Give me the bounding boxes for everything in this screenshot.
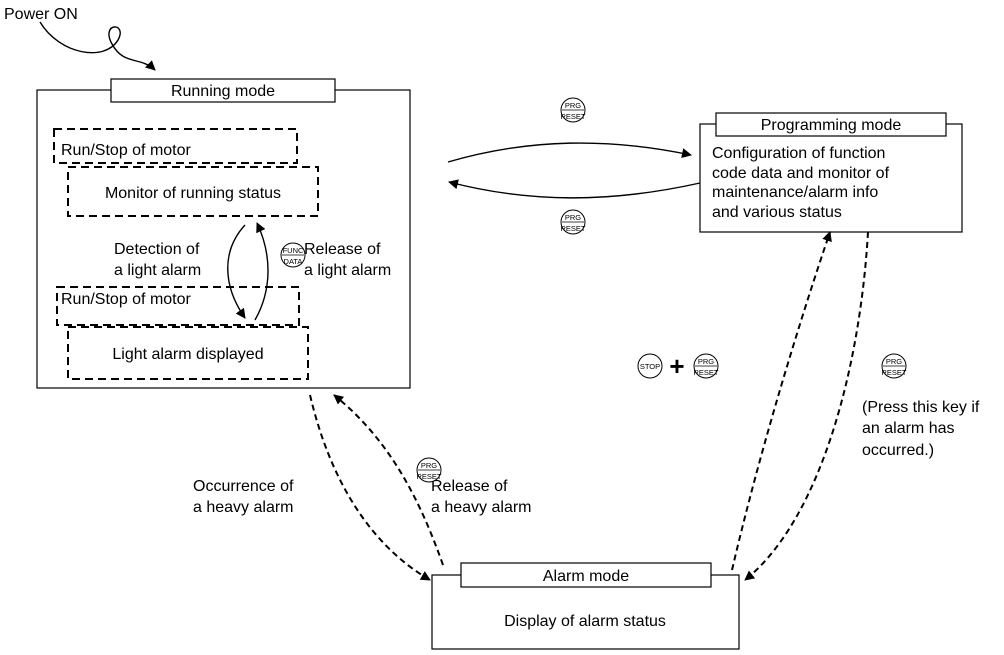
func-key-top: FUNC [283,246,304,255]
stop-key-icon: STOP [637,353,663,379]
prg-key-bottom: RESET [693,368,718,377]
monitor-box [67,166,319,217]
prg-key-top: PRG [421,461,437,470]
prog-to-run-arrow [448,179,701,199]
release-light-alarm-text-2: a light alarm [304,262,391,279]
prg-reset-key-icon: PRG RESET [416,457,442,483]
occur-heavy-text-2: a heavy alarm [193,499,294,516]
prg-reset-key-icon: PRG RESET [560,209,586,235]
alarm-to-prog-arrow [731,231,832,571]
programming-mode-frame [699,123,963,233]
power-on-arrow [39,21,156,71]
monitor-label: Monitor of running status [105,185,281,202]
prg-key-top: PRG [565,213,581,222]
prg-reset-key-icon: PRG RESET [693,353,719,379]
release-heavy-alarm-arrow [333,394,444,566]
prg-reset-key-icon: PRG RESET [560,97,586,123]
prg-key-top: PRG [698,357,714,366]
programming-desc-line-2: code data and monitor of [712,165,890,182]
run-stop-box-2 [56,286,300,326]
detect-light-alarm-text-2: a light alarm [114,262,201,279]
programming-desc-line-3: maintenance/alarm info [712,184,878,201]
func-key-bottom: DATA [284,257,303,266]
release-light-alarm-text-1: Release of [304,241,381,258]
detect-light-alarm-arrow [227,224,246,319]
alarm-mode-box: Alarm mode Display of alarm status [431,562,740,650]
stop-key-label: STOP [640,362,660,371]
run-stop-box-1 [53,128,298,164]
running-mode-title-tab [110,78,336,103]
detect-light-alarm-text-1: Detection of [114,241,200,258]
light-alarm-box [67,326,309,380]
programming-mode-title-tab [715,112,947,137]
running-mode-box: Running mode Run/Stop of motor Monitor o… [36,78,411,389]
occur-heavy-alarm-arrow [309,394,431,581]
light-alarm-label: Light alarm displayed [112,346,263,363]
alarm-mode-desc: Display of alarm status [504,613,666,630]
running-mode-title: Running mode [171,83,275,100]
func-data-key-icon: FUNC DATA [280,242,306,268]
run-stop-label-1: Run/Stop of motor [61,142,192,159]
release-light-alarm-arrow [254,222,269,321]
prg-key-top: PRG [886,357,902,366]
alarm-mode-title-tab [460,562,712,588]
power-on-label: Power ON [4,6,78,23]
run-to-prog-arrow [447,142,692,163]
press-key-text-3: occurred.) [862,442,934,459]
prg-key-bottom: RESET [416,472,441,481]
run-stop-label-2: Run/Stop of motor [61,291,192,308]
occur-heavy-text-1: Occurrence of [193,478,294,495]
alarm-mode-title: Alarm mode [543,568,629,585]
release-heavy-text-2: a heavy alarm [431,499,532,516]
programming-mode-title: Programming mode [761,117,902,134]
press-key-text-2: an alarm has [862,420,955,437]
release-heavy-text-1: Release of [431,478,508,495]
press-key-text-1: (Press this key if [862,399,980,416]
programming-desc-line-4: and various status [712,204,842,221]
prg-key-top: PRG [565,101,581,110]
prg-key-bottom: RESET [560,112,585,121]
prog-to-alarm-arrow [744,231,869,581]
prg-key-bottom: RESET [560,224,585,233]
programming-mode-box: Programming mode Configuration of functi… [699,112,963,233]
plus-sign: + [669,351,684,381]
prg-key-bottom: RESET [881,368,906,377]
programming-desc-line-1: Configuration of function [712,145,885,162]
prg-reset-key-icon: PRG RESET [881,353,907,379]
